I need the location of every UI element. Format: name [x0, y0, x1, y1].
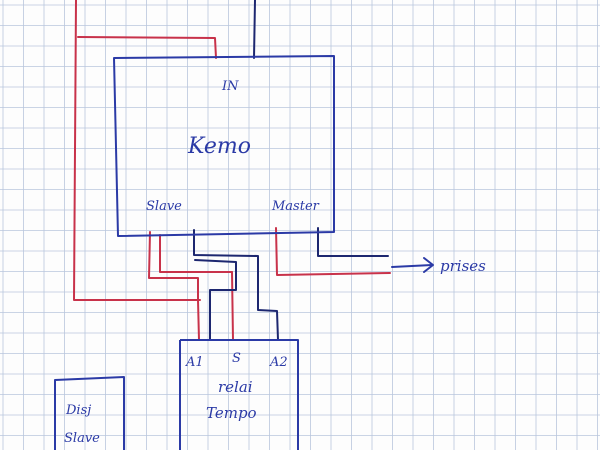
- arrow-shaft: [391, 264, 433, 268]
- slave-terminal-label: Slave: [146, 199, 182, 214]
- blue-wire-slave-neutral: [193, 229, 279, 341]
- kemo-box-outline: [113, 55, 335, 237]
- blue-wire-master-neutral: [317, 227, 389, 257]
- relay-box-outline: [179, 339, 299, 450]
- red-wire-master-out: [275, 227, 391, 276]
- kemo-title: Kemo: [187, 134, 251, 159]
- relay-name-line2: Tempo: [206, 404, 257, 422]
- relay-s-label: S: [232, 351, 241, 366]
- input-label: IN: [221, 79, 239, 94]
- kemo-box: [113, 55, 335, 237]
- disj-slave-box: [54, 376, 125, 450]
- master-terminal-label: Master: [271, 199, 320, 214]
- blue-wires: [193, 0, 389, 341]
- slave-box-line1: Disj: [65, 403, 91, 418]
- red-wires: [73, 0, 391, 341]
- red-wire-slave-to-relay: [148, 231, 200, 341]
- red-wire-feed-in: [77, 36, 217, 59]
- slave-box-outline: [54, 376, 125, 450]
- prises-label: prises: [440, 257, 486, 275]
- relay-a1-label: A1: [185, 355, 204, 370]
- arrow-head: [423, 257, 434, 273]
- relay-a2-label: A2: [269, 355, 288, 370]
- slave-box-line2: Slave: [64, 431, 100, 446]
- blue-wire-relay-common: [194, 259, 237, 341]
- red-wire-s-terminal: [231, 271, 234, 341]
- arrow-to-prises: [391, 257, 434, 273]
- relay-tempo-box: [179, 339, 299, 450]
- blue-wire-in: [253, 0, 256, 59]
- red-wire-top-loop: [73, 0, 201, 301]
- red-wire-relay-link: [159, 234, 233, 273]
- relay-name-line1: relai: [218, 378, 253, 396]
